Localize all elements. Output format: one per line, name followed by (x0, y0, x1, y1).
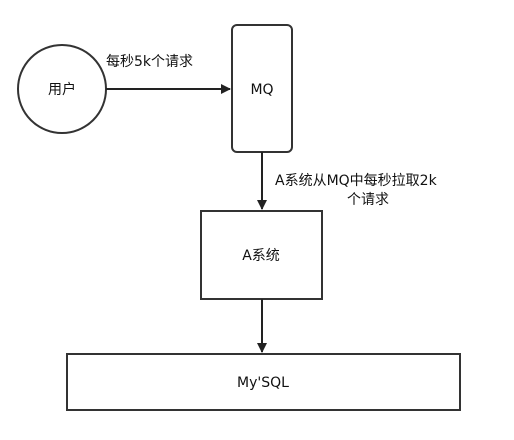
edge-mq-to-system-a-label-line1: A系统从MQ中每秒拉取2k (275, 173, 438, 189)
user-node-label: 用户 (48, 81, 76, 98)
mq-node-label: MQ (250, 82, 273, 98)
mq-node: MQ (231, 24, 293, 153)
edge-mq-to-system-a-label-line2: 个请求 (347, 192, 389, 208)
system-a-node: A系统 (200, 210, 323, 300)
edge-user-to-mq: 每秒5k个请求 (106, 54, 231, 94)
edge-mq-to-system-a: A系统从MQ中每秒拉取2k 个请求 (257, 152, 438, 210)
system-a-node-label: A系统 (242, 248, 280, 264)
user-node: 用户 (17, 44, 107, 134)
mysql-node-label: My'SQL (237, 375, 289, 391)
mysql-node: My'SQL (66, 353, 461, 411)
edge-user-to-mq-label: 每秒5k个请求 (106, 54, 193, 70)
